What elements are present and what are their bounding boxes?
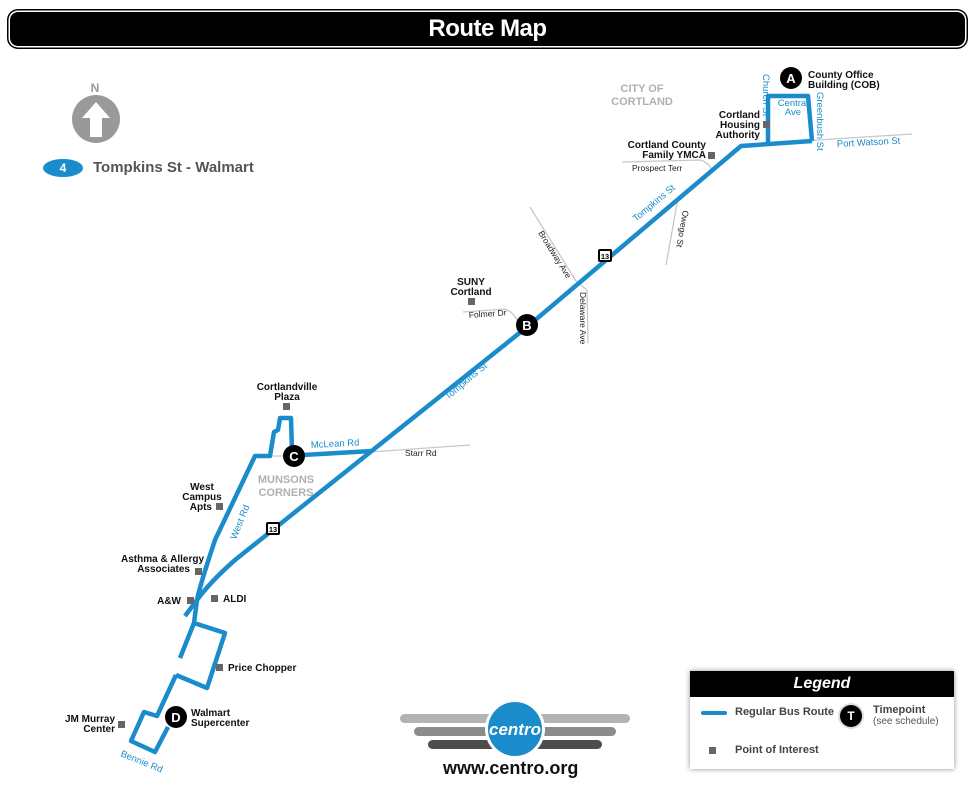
svg-text:Cortlandville: Cortlandville xyxy=(257,382,318,393)
svg-text:Campus: Campus xyxy=(182,492,222,503)
compass-label: N xyxy=(91,81,100,95)
svg-text:Price Chopper: Price Chopper xyxy=(228,663,296,674)
poi-west-campus: West Campus Apts xyxy=(182,482,223,513)
street-label-port-watson: Port Watson St xyxy=(837,136,901,150)
legend-timepoint-label: Timepoint xyxy=(873,704,926,716)
legend-route-label: Regular Bus Route xyxy=(735,706,835,718)
area-label-city-2: CORTLAND xyxy=(611,96,673,108)
us13-shield-lower: 13 xyxy=(266,522,280,535)
poi-ymca: Cortland County Family YMCA xyxy=(628,140,715,161)
svg-text:A&W: A&W xyxy=(157,596,181,607)
street-label-delaware: Delaware Ave xyxy=(578,292,588,345)
street-label-folmer: Folmer Dr xyxy=(468,307,507,320)
svg-text:Asthma & Allergy: Asthma & Allergy xyxy=(121,554,204,565)
legend-item-route xyxy=(701,711,727,715)
bus-route-line xyxy=(128,93,815,755)
timepoint-a[interactable]: A County Office Building (COB) xyxy=(780,67,880,91)
svg-text:JM Murray: JM Murray xyxy=(65,714,115,725)
centro-wordmark: centro xyxy=(489,720,541,739)
svg-text:SUNY: SUNY xyxy=(457,277,485,288)
street-label-greenbush: Greenbush St xyxy=(814,92,825,151)
street-label-mclean: McLean Rd xyxy=(311,437,360,451)
route-name: Tompkins St - Walmart xyxy=(93,159,254,176)
area-label-city: CITY OF xyxy=(620,83,663,95)
poi-housing-authority: Cortland Housing Authority xyxy=(716,110,770,141)
svg-text:Authority: Authority xyxy=(716,130,761,141)
svg-text:B: B xyxy=(522,318,531,333)
poi-jm-murray: JM Murray Center xyxy=(65,714,125,735)
us13-shield-upper: 13 xyxy=(598,249,612,262)
svg-text:Housing: Housing xyxy=(720,120,760,131)
street-label-prospect: Prospect Terr xyxy=(632,163,683,173)
street-label-owego: Owego St xyxy=(674,210,690,249)
legend-timepoint-letter: T xyxy=(847,709,855,723)
street-label-church: Church St xyxy=(760,74,771,117)
centro-logo: centro xyxy=(400,699,630,759)
svg-text:Building (COB): Building (COB) xyxy=(808,80,880,91)
svg-text:13: 13 xyxy=(269,525,277,534)
local-roads xyxy=(272,133,913,457)
page-title: Route Map xyxy=(428,15,547,42)
svg-text:County Office: County Office xyxy=(808,70,874,81)
title-bar: Route Map xyxy=(10,12,965,46)
svg-text:Supercenter: Supercenter xyxy=(191,718,249,729)
svg-text:Apts: Apts xyxy=(190,502,213,513)
area-label-munsons: MUNSONS xyxy=(258,474,314,486)
street-label-central-2: Ave xyxy=(785,107,801,118)
svg-text:Family YMCA: Family YMCA xyxy=(642,150,706,161)
svg-text:13: 13 xyxy=(601,252,609,261)
owego-road xyxy=(665,197,679,266)
svg-text:Walmart: Walmart xyxy=(191,708,231,719)
street-label-bennie: Bennie Rd xyxy=(119,749,164,776)
broadway-road xyxy=(529,206,577,282)
route-number-badge: 4 xyxy=(43,159,83,177)
street-label-tompkins-lower: Tompkins St xyxy=(443,360,490,402)
legend-poi-label: Point of Interest xyxy=(735,744,819,756)
timepoint-d[interactable]: D Walmart Supercenter xyxy=(165,706,249,729)
street-label-central: Central xyxy=(778,98,809,109)
poi-aw: A&W xyxy=(157,596,194,607)
svg-text:Associates: Associates xyxy=(137,564,190,575)
legend-poi-icon xyxy=(709,747,716,754)
street-label-broadway: Broadway Ave xyxy=(536,229,573,280)
area-label-munsons-2: CORNERS xyxy=(258,487,313,499)
svg-text:Plaza: Plaza xyxy=(274,392,300,403)
folmer-road xyxy=(462,308,518,321)
svg-text:A: A xyxy=(786,71,796,86)
svg-text:Cortland County: Cortland County xyxy=(628,140,707,151)
timepoint-b[interactable]: B xyxy=(516,314,538,336)
north-arrow-icon: N xyxy=(72,81,120,143)
svg-text:West: West xyxy=(190,482,214,493)
route-number: 4 xyxy=(59,161,67,175)
poi-price-chopper: Price Chopper xyxy=(216,663,296,674)
poi-cortlandville-plaza: Cortlandville Plaza xyxy=(257,382,318,410)
street-label-starr: Starr Rd xyxy=(405,448,437,458)
timepoint-c[interactable]: C xyxy=(283,445,305,467)
legend-timepoint-sub: (see schedule) xyxy=(873,716,939,727)
svg-text:Cortland: Cortland xyxy=(719,110,760,121)
legend-timepoint-icon: T xyxy=(840,705,862,727)
svg-text:D: D xyxy=(171,710,180,725)
starr-road xyxy=(369,444,471,453)
legend-header: Legend xyxy=(690,671,954,697)
svg-text:ALDI: ALDI xyxy=(223,594,247,605)
legend-panel: Legend Regular Bus Route T Timepoint (se… xyxy=(690,671,954,769)
svg-text:Cortland: Cortland xyxy=(450,287,491,298)
svg-text:Center: Center xyxy=(83,724,115,735)
poi-aldi: ALDI xyxy=(211,594,247,605)
poi-asthma-allergy: Asthma & Allergy Associates xyxy=(121,554,204,575)
website-link[interactable]: www.centro.org xyxy=(443,758,579,778)
legend-title: Legend xyxy=(793,675,851,692)
svg-text:C: C xyxy=(289,449,299,464)
poi-suny: SUNY Cortland xyxy=(450,277,492,305)
